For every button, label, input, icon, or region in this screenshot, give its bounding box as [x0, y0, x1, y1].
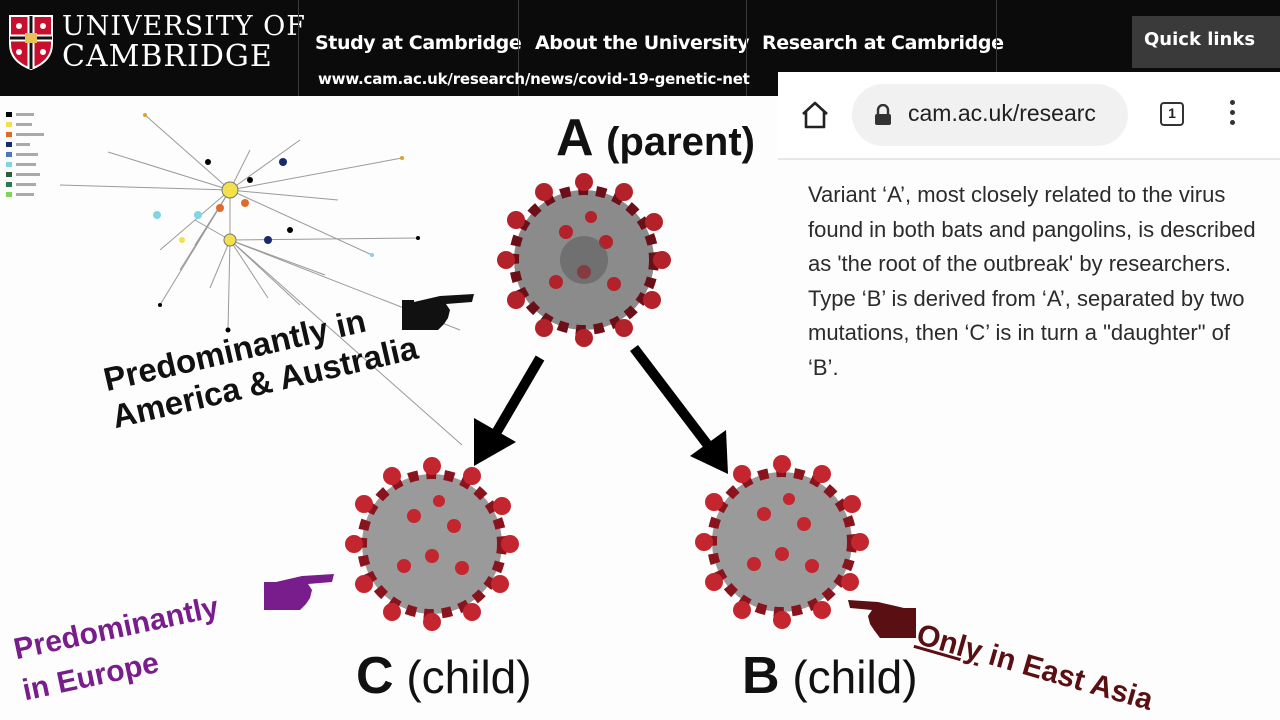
variant-b-label: B (child)	[742, 646, 918, 706]
article-paragraph: Variant ‘A’, most closely related to the…	[808, 178, 1258, 386]
variant-b-letter: B	[742, 647, 780, 705]
network-legend	[6, 112, 44, 197]
pointing-hand-icon	[846, 596, 918, 640]
region-label-b: Only in East Asia	[913, 618, 1157, 718]
variant-c-label: C (child)	[356, 646, 532, 706]
variant-a-label: A (parent)	[556, 108, 755, 168]
nav-research[interactable]: Research at Cambridge	[762, 32, 1004, 54]
variant-a-letter: A	[556, 109, 592, 167]
variant-a-role: (parent)	[606, 120, 755, 164]
tab-switcher-button[interactable]: 1	[1160, 102, 1184, 126]
article-url-overlay: www.cam.ac.uk/research/news/covid-19-gen…	[318, 70, 778, 88]
browser-toolbar: cam.ac.uk/researc 1	[778, 72, 1280, 160]
region-b-emphasis: Only	[913, 618, 986, 668]
wordmark-line1: UNIVERSITY OF	[62, 12, 306, 42]
home-icon[interactable]	[800, 100, 830, 130]
variant-c-letter: C	[356, 647, 394, 705]
virus-a-illustration	[496, 172, 672, 348]
pointing-hand-icon	[262, 570, 336, 612]
variant-b-role: (child)	[792, 651, 917, 703]
address-bar[interactable]: cam.ac.uk/researc	[852, 84, 1128, 146]
virus-c-illustration	[344, 456, 520, 632]
pointing-hand-icon	[400, 290, 476, 334]
university-wordmark[interactable]: UNIVERSITY OF CAMBRIDGE	[62, 12, 306, 72]
wordmark-line2: CAMBRIDGE	[62, 42, 306, 72]
region-label-c: Predominantly in Europe	[10, 587, 231, 712]
cambridge-crest-logo[interactable]	[8, 14, 54, 70]
virus-b-illustration	[694, 454, 870, 630]
lock-icon	[874, 104, 892, 126]
nav-study[interactable]: Study at Cambridge	[315, 32, 521, 54]
address-url[interactable]: cam.ac.uk/researc	[908, 100, 1096, 127]
quick-links-button[interactable]: Quick links	[1132, 16, 1280, 68]
variant-c-role: (child)	[406, 651, 531, 703]
nav-divider	[298, 0, 299, 96]
region-b-rest: in East Asia	[977, 636, 1157, 717]
menu-icon[interactable]	[1230, 100, 1238, 130]
nav-about[interactable]: About the University	[535, 32, 749, 54]
